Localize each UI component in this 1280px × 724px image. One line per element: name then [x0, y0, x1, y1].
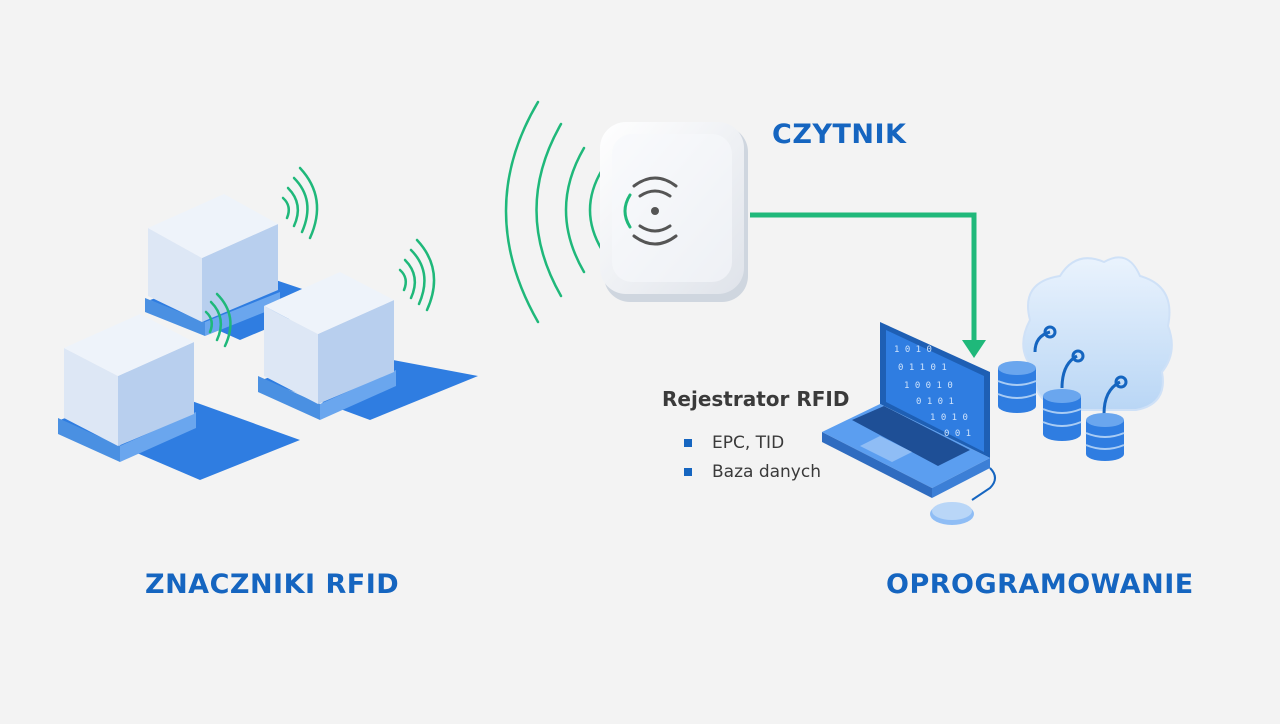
- list-item-label: Baza danych: [712, 461, 821, 482]
- mouse-icon: [930, 502, 974, 525]
- laptop-icon: 1 0 1 0 0 1 1 0 1 1 0 0 1 0 0 1 0 1 1 0 …: [822, 322, 996, 501]
- software-label: OPROGRAMOWANIE: [886, 569, 1194, 600]
- arrow-connector: [750, 212, 986, 358]
- database-icon: [997, 325, 1057, 413]
- database-icon: [1042, 349, 1085, 441]
- registrar-feature-list: EPC, TID Baza danych: [684, 428, 821, 486]
- signal-waves-icon: [281, 166, 319, 240]
- svg-text:0 0 1: 0 0 1: [944, 429, 971, 439]
- cloud-icon: [1022, 256, 1173, 411]
- signal-waves-icon: [398, 238, 436, 312]
- list-item: EPC, TID: [684, 428, 821, 457]
- reader-label: CZYTNIK: [772, 119, 907, 150]
- list-item-label: EPC, TID: [712, 432, 785, 453]
- list-item: Baza danych: [684, 457, 821, 486]
- svg-text:1 0 1 0: 1 0 1 0: [894, 345, 932, 355]
- bullet-icon: [684, 438, 692, 447]
- pallet-box-icon: [58, 314, 300, 480]
- svg-text:0 1 1 0 1: 0 1 1 0 1: [898, 363, 947, 373]
- signal-waves-icon: [204, 292, 232, 348]
- registrar-title: Rejestrator RFID: [662, 387, 850, 411]
- pallet-box-icon: [258, 272, 478, 420]
- rfid-reader-icon: [600, 122, 748, 302]
- svg-text:1 0 1 0: 1 0 1 0: [930, 413, 968, 423]
- tags-label: ZNACZNIKI RFID: [145, 569, 400, 600]
- bullet-icon: [684, 467, 692, 476]
- svg-text:0 1 0 1: 0 1 0 1: [916, 397, 954, 407]
- database-icon: [1085, 375, 1128, 461]
- svg-text:1 0 0 1 0: 1 0 0 1 0: [904, 381, 953, 391]
- signal-waves-icon: [504, 100, 604, 324]
